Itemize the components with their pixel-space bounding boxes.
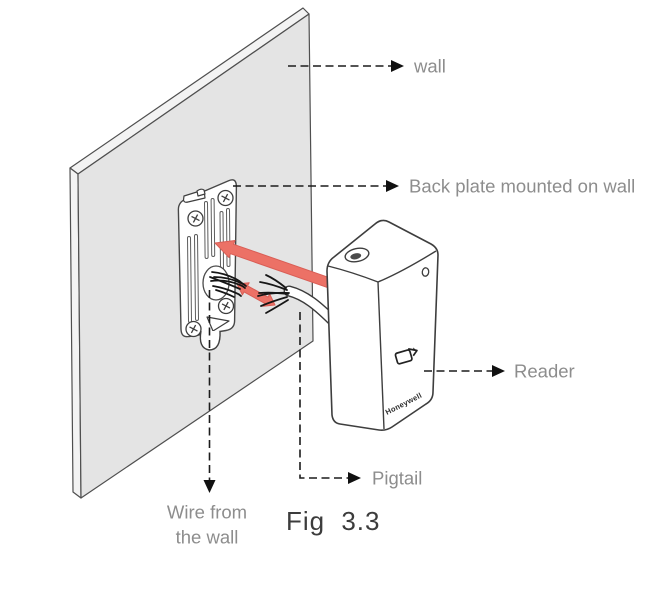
arrowhead xyxy=(203,480,216,493)
figure-caption: Fig 3.3 xyxy=(286,506,381,536)
plate-screws xyxy=(185,189,235,338)
svg-text:the wall: the wall xyxy=(176,527,239,548)
red-arrows xyxy=(214,240,344,307)
reader-body xyxy=(326,219,439,431)
wire-from-wall-label: Wire from the wall xyxy=(167,502,247,548)
backplate-label: Back plate mounted on wall xyxy=(409,176,635,197)
reader-ridges xyxy=(327,250,437,430)
screw-icon xyxy=(187,210,204,227)
reader-label: Reader xyxy=(514,361,575,382)
reader-front-hole xyxy=(421,267,430,277)
annotation-arrowheads xyxy=(203,60,505,493)
screw-icon xyxy=(217,297,235,315)
pigtail-leader-line xyxy=(299,312,352,479)
arrowhead xyxy=(386,180,399,192)
wire-connect-arrow xyxy=(236,282,276,307)
screw-icon xyxy=(185,320,202,338)
back-plate xyxy=(177,179,238,351)
pigtail-label: Pigtail xyxy=(372,468,422,489)
reader-top-screw-hole xyxy=(344,247,370,263)
arrowhead xyxy=(348,472,361,484)
wall-wires xyxy=(209,271,247,298)
annotations xyxy=(208,65,496,480)
svg-text:Wire from: Wire from xyxy=(167,502,247,523)
plate-wedge xyxy=(206,316,230,332)
arrowhead xyxy=(391,60,404,72)
screw-icon xyxy=(217,189,234,207)
plate-clip xyxy=(182,188,206,203)
wall-label: wall xyxy=(413,56,446,77)
pigtail-wires xyxy=(257,274,290,314)
arrowhead xyxy=(492,365,505,377)
reader-device: Honeywell xyxy=(326,219,439,431)
mount-direction-arrow xyxy=(214,240,344,293)
